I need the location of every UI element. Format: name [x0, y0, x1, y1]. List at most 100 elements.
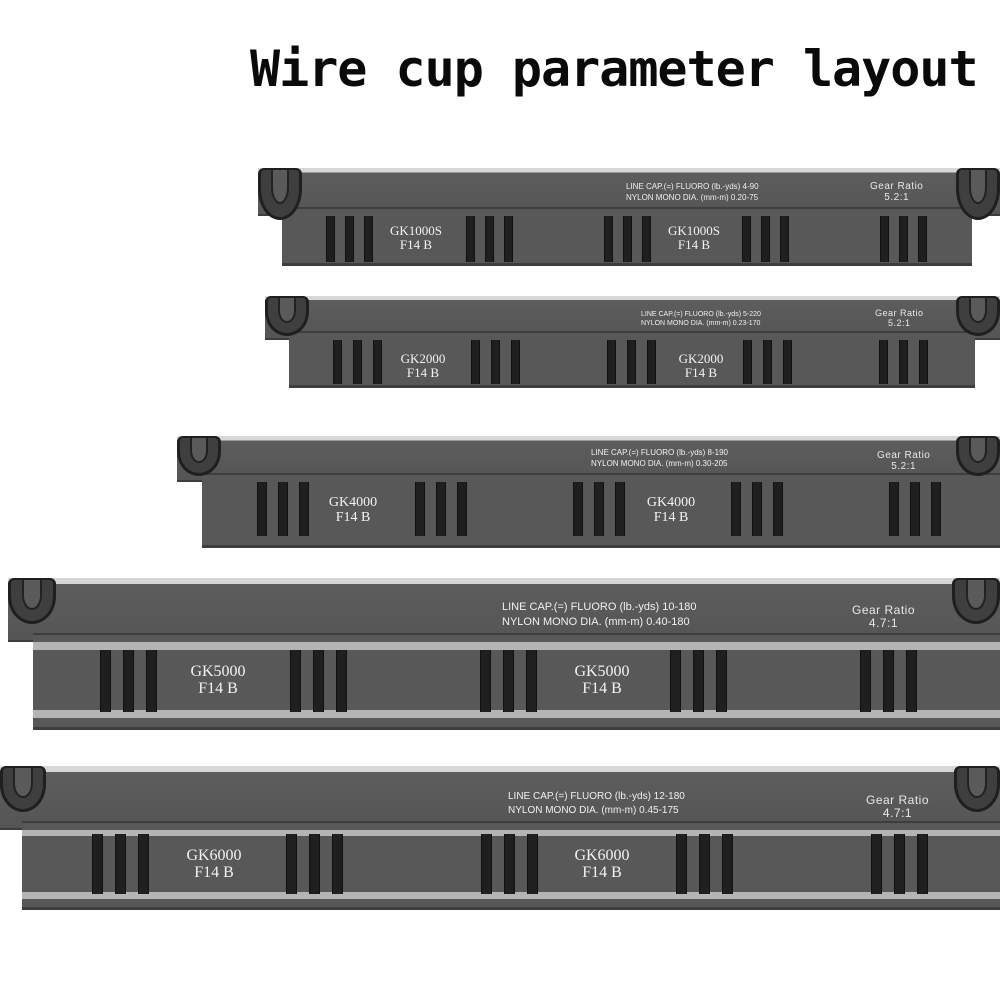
- bar-mark: [309, 834, 320, 894]
- bar-group: [607, 340, 656, 384]
- bar-mark: [604, 216, 613, 262]
- bar-mark: [290, 650, 301, 712]
- bar-mark: [364, 216, 373, 262]
- bar-mark: [889, 482, 899, 536]
- bar-mark: [332, 834, 343, 894]
- bar-mark: [573, 482, 583, 536]
- bar-mark: [471, 340, 480, 384]
- nylon-capacity: NYLON MONO DIA. (mm-m) 0.45-175: [508, 804, 679, 816]
- bar-group: [670, 650, 727, 712]
- bar-group: [879, 340, 928, 384]
- bar-mark: [647, 340, 656, 384]
- bar-mark: [743, 340, 752, 384]
- model-name: GK1000S: [389, 223, 442, 238]
- bar-group: [676, 834, 733, 894]
- model-name: GK2000: [400, 351, 446, 366]
- bar-group: [333, 340, 382, 384]
- strip-light-band: [22, 891, 1000, 899]
- fluoro-capacity: LINE CAP.(=) FLUORO (lb.-yds) 10-180: [502, 601, 697, 613]
- bar-mark: [336, 650, 347, 712]
- bar-mark: [879, 340, 888, 384]
- bar-mark: [731, 482, 741, 536]
- nylon-capacity: NYLON MONO DIA. (mm-m) 0.30-205: [591, 458, 728, 468]
- bar-mark: [670, 650, 681, 712]
- bar-mark: [780, 216, 789, 262]
- right-hook-icon: [956, 296, 1000, 336]
- bar-group: [480, 650, 537, 712]
- model-code: F14 B: [582, 679, 622, 697]
- bar-group: [573, 482, 625, 536]
- bar-mark: [761, 216, 770, 262]
- right-hook-icon: [956, 436, 1000, 476]
- bar-mark: [115, 834, 126, 894]
- gear-ratio-label: Gear Ratio: [877, 450, 931, 461]
- fluoro-capacity: LINE CAP.(=) FLUORO (lb.-yds) 4-90: [626, 182, 759, 191]
- gear-ratio-value: 4.7:1: [882, 806, 913, 821]
- right-hook-icon: [956, 168, 1000, 220]
- bar-mark: [436, 482, 446, 536]
- bar-mark: [286, 834, 297, 894]
- bar-group: [742, 216, 789, 262]
- bar-group: [860, 650, 917, 712]
- bar-mark: [326, 216, 335, 262]
- bar-mark: [931, 482, 941, 536]
- bar-mark: [313, 650, 324, 712]
- strip-light-band: [33, 710, 1000, 718]
- model-code: F14 B: [335, 509, 371, 525]
- strip-top-rail: [0, 766, 1000, 830]
- model-name: GK6000: [574, 847, 630, 864]
- fluoro-capacity: LINE CAP.(=) FLUORO (lb.-yds) 12-180: [508, 791, 685, 802]
- nylon-capacity: NYLON MONO DIA. (mm-m) 0.23-170: [641, 320, 761, 328]
- strip-top-rail: [8, 578, 1000, 642]
- bar-mark: [457, 482, 467, 536]
- bar-group: [100, 650, 157, 712]
- strip-body: [33, 633, 1000, 730]
- model-name: GK5000: [574, 663, 630, 680]
- bar-mark: [466, 216, 475, 262]
- bar-group: [257, 482, 309, 536]
- bar-group: [871, 834, 928, 894]
- left-hook-icon: [8, 578, 56, 624]
- bar-mark: [871, 834, 882, 894]
- bar-mark: [594, 482, 604, 536]
- strip-light-band: [33, 642, 1000, 650]
- bar-mark: [627, 340, 636, 384]
- model-name: GK2000: [678, 351, 724, 366]
- model-name: GK4000: [646, 495, 696, 510]
- bar-group: [326, 216, 373, 262]
- page-title: Wire cup parameter layout: [250, 40, 979, 98]
- model-name: GK1000S: [667, 223, 720, 238]
- model-code: F14 B: [406, 364, 440, 380]
- gear-ratio-label: Gear Ratio: [875, 308, 924, 318]
- bar-mark: [299, 482, 309, 536]
- gear-ratio-value: 4.7:1: [868, 616, 899, 631]
- gear-ratio-value: 5.2:1: [891, 461, 917, 472]
- strip-light-band: [22, 829, 1000, 837]
- bar-mark: [918, 216, 927, 262]
- bar-mark: [880, 216, 889, 262]
- right-hook-icon: [954, 766, 1000, 812]
- left-hook-icon: [177, 436, 221, 476]
- bar-mark: [480, 650, 491, 712]
- bar-mark: [504, 216, 513, 262]
- bar-mark: [146, 650, 157, 712]
- bar-mark: [773, 482, 783, 536]
- bar-mark: [783, 340, 792, 384]
- bar-mark: [860, 650, 871, 712]
- bar-group: [889, 482, 941, 536]
